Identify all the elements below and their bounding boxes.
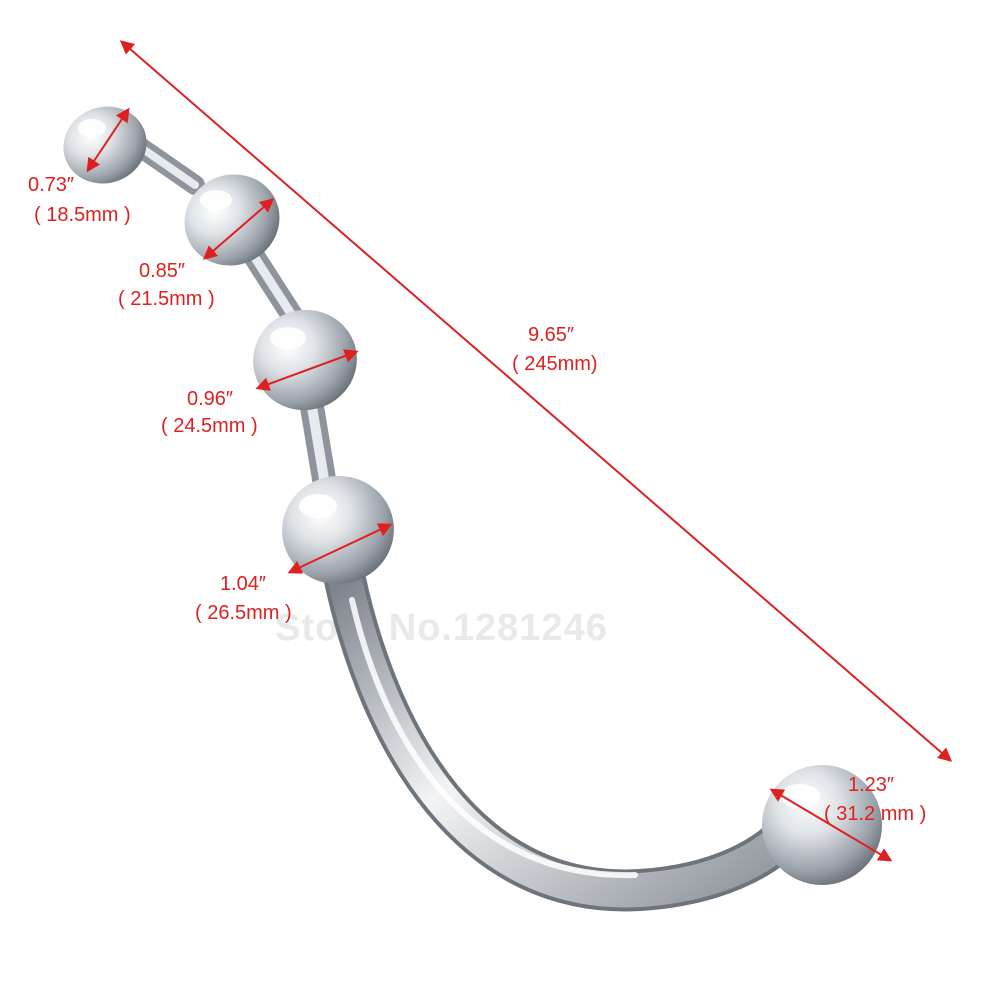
shaft [324,559,811,912]
bead-4-mm-label: ( 26.5mm ) [195,602,292,624]
bead-4 [282,475,394,585]
total-length-arrow [119,40,953,762]
end-ball-mm-label: ( 31.2 mm ) [824,803,927,825]
end-ball-inch-label: 1.23″ [848,774,895,796]
bead-2-mm-label: ( 21.5mm ) [118,288,215,310]
bead-3 [253,309,357,411]
bead-3-mm-label: ( 24.5mm ) [161,415,258,437]
bead-1-mm-label: ( 18.5mm ) [34,204,131,226]
measurement-arrows [86,40,953,862]
bead-1-inch-label: 0.73″ [28,174,75,196]
bead-2-inch-label: 0.85″ [139,260,186,282]
total-length-inch-label: 9.65″ [528,324,575,346]
total-length-mm-label: ( 245mm) [512,353,598,375]
end-ball-diameter-arrow [769,788,893,862]
bead-3-inch-label: 0.96″ [187,388,234,410]
bead-4-inch-label: 1.04″ [220,573,267,595]
